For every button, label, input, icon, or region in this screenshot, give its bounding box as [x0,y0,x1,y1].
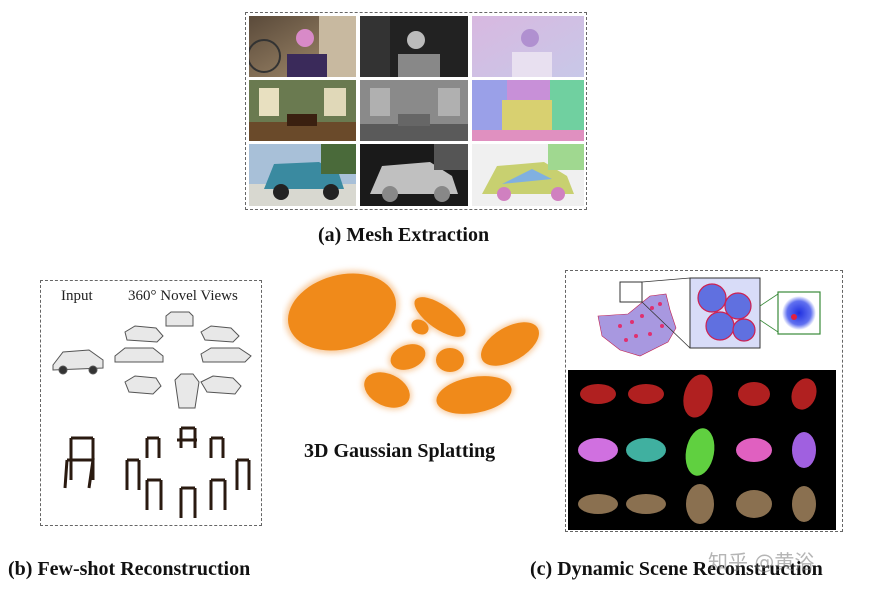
novel-car-2 [124,325,164,343]
splat-1 [288,273,396,351]
novel-chair-1 [177,426,197,448]
input-label: Input [61,288,93,304]
hand-gaussian-illustration [597,277,821,357]
splat-8 [411,319,429,335]
mesh-thumb-flower-normal [472,16,584,77]
mesh-thumb-room-normal [472,80,584,141]
caption-dynamic-scene: (c) Dynamic Scene Reconstruction [530,558,823,580]
splat-2 [414,297,466,337]
novel-car-1 [165,311,194,327]
novel-chair-3 [209,436,225,458]
mesh-thumb-flower-rgb [249,16,356,77]
novel-car-8 [200,375,242,395]
caption-mesh-extraction: (a) Mesh Extraction [318,224,490,246]
novel-car-6 [124,375,162,395]
input-chair [63,436,95,489]
novel-chair-8 [209,478,227,510]
mesh-thumb-room-rgb [249,80,356,141]
mesh-thumb-truck-rgb [249,144,356,206]
caption-few-shot: (b) Few-shot Reconstruction [8,558,251,580]
splat-5 [436,348,464,372]
mesh-extraction-panel [245,12,587,210]
gaussian-splats-graphic [285,270,541,416]
dynamic-hands-renders [578,374,817,524]
novel-chair-5 [235,458,251,490]
watermark: 知乎 @黄浴 [708,550,815,574]
splat-3 [481,322,539,366]
few-shot-illustration [52,311,252,518]
novel-car-4 [114,347,164,363]
novel-chair-2 [145,436,161,458]
mesh-thumb-truck-depth [360,144,468,206]
splat-7 [436,376,512,414]
mesh-thumb-truck-normal [472,144,584,206]
novel-chair-6 [145,478,163,510]
novel-chair-7 [179,486,197,518]
caption-gaussian-splatting: 3D Gaussian Splatting [304,440,496,462]
splat-4 [390,344,426,370]
mesh-thumb-flower-depth [360,16,468,77]
novel-car-5 [200,347,252,363]
input-car [52,349,104,375]
novel-views-label: 360° Novel Views [128,288,238,304]
mesh-thumb-room-depth [360,80,468,141]
novel-chair-4 [125,458,141,490]
few-shot-panel [40,280,262,526]
novel-car-7 [174,373,200,409]
splat-6 [364,372,410,408]
dynamic-scene-panel [565,270,843,532]
novel-car-3 [200,325,240,343]
